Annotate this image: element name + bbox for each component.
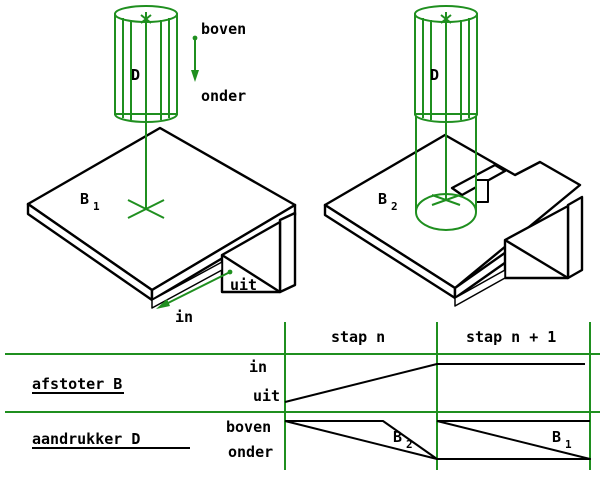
part-b1 [26, 126, 297, 309]
state-label-uit: uit [253, 387, 280, 405]
right-figure: D B 2 [323, 5, 584, 307]
star-icon [440, 12, 452, 26]
cylinder-label: D [430, 66, 439, 84]
cylinder-label: D [131, 66, 140, 84]
transition-label-b1-sub: 1 [565, 438, 572, 451]
part-label-sub: 2 [391, 200, 398, 213]
star-icon [140, 12, 152, 26]
transition-label-b2: B [393, 428, 402, 446]
row-name-afstoter: afstoter B [32, 375, 122, 393]
part-label-sub: 1 [93, 200, 100, 213]
transition-label-b1: B [552, 428, 561, 446]
hole-outline [415, 193, 477, 231]
state-label-boven: boven [226, 418, 271, 436]
state-label-in: in [249, 358, 267, 376]
push-arrow [156, 269, 233, 309]
transition-label-b2-sub: 2 [406, 438, 413, 451]
column-header-step-n-plus-1: stap n + 1 [466, 328, 556, 346]
direction-up-label: boven [201, 20, 246, 38]
arrow-in-label: in [175, 308, 193, 326]
left-figure: D B 1 boven onder uit in [26, 5, 297, 326]
direction-down-label: onder [201, 87, 246, 105]
part-label-b: B [80, 190, 89, 208]
arrow-out-label: uit [230, 276, 257, 294]
vertical-arrow [191, 35, 199, 82]
row-name-aandrukker: aandrukker D [32, 430, 140, 448]
state-label-onder: onder [228, 443, 273, 461]
signal-aandrukker [284, 420, 591, 460]
part-b2 [323, 133, 584, 307]
column-header-step-n: stap n [331, 328, 385, 346]
signal-afstoter [284, 363, 585, 403]
part-label-b: B [378, 190, 387, 208]
timing-diagram: stap n stap n + 1 afstoter B in uit aand… [5, 322, 600, 470]
